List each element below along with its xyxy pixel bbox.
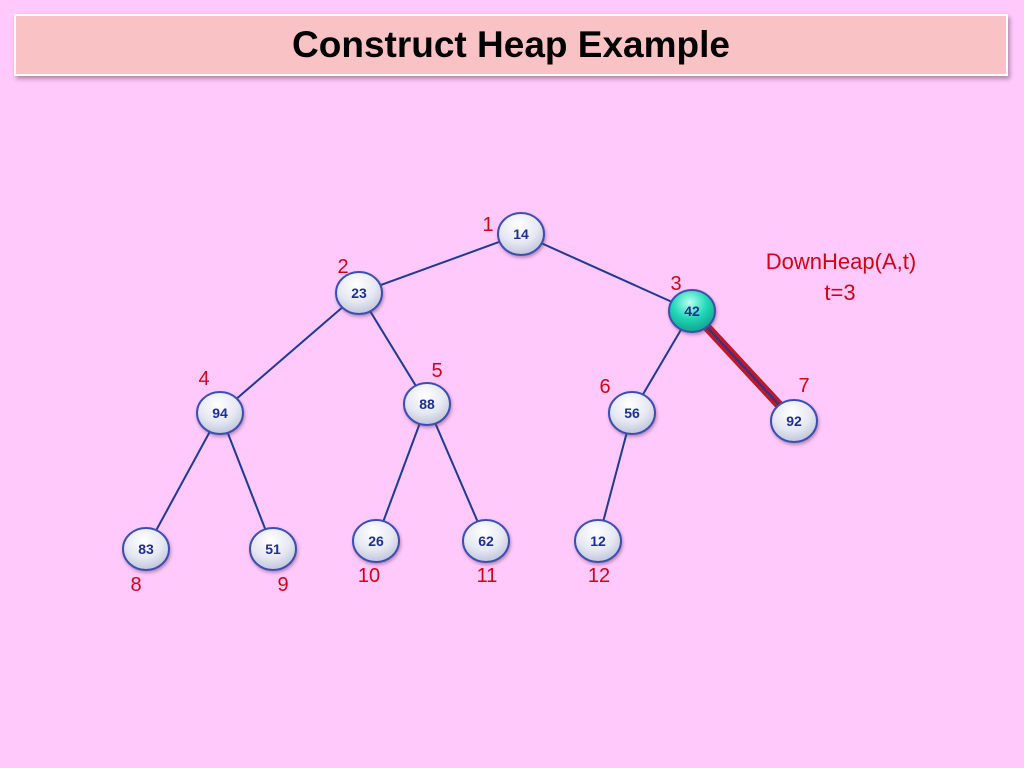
heap-node: 92 bbox=[770, 399, 818, 443]
node-circle bbox=[403, 382, 451, 426]
node-circle bbox=[462, 519, 510, 563]
node-circle bbox=[196, 391, 244, 435]
node-value: 51 bbox=[265, 541, 281, 557]
edge-4-8 bbox=[145, 412, 221, 550]
downheap-annotation: DownHeap(A,t) t=3 bbox=[766, 249, 916, 305]
node-circle bbox=[249, 527, 297, 571]
edge-5-11 bbox=[426, 403, 487, 542]
node-index-label: 6 bbox=[599, 376, 610, 398]
annotation-call: DownHeap(A,t) bbox=[766, 249, 916, 274]
node-circle bbox=[497, 212, 545, 256]
node-index-label: 5 bbox=[431, 360, 442, 382]
active-heap-node: 42 bbox=[668, 289, 716, 333]
edge-1-2 bbox=[358, 233, 522, 294]
node-circle bbox=[574, 519, 622, 563]
node-value: 26 bbox=[368, 533, 384, 549]
edge-1-3 bbox=[520, 233, 693, 312]
edges-layer bbox=[145, 233, 799, 550]
node-index-label: 12 bbox=[588, 565, 610, 587]
heap-node: 23 bbox=[335, 271, 383, 315]
heap-node: 14 bbox=[497, 212, 545, 256]
node-value: 42 bbox=[684, 303, 700, 319]
node-circle bbox=[668, 289, 716, 333]
node-index-label: 8 bbox=[130, 574, 141, 596]
node-value: 92 bbox=[786, 413, 802, 429]
heap-node: 56 bbox=[608, 391, 656, 435]
node-circle bbox=[770, 399, 818, 443]
node-circle bbox=[352, 519, 400, 563]
title-bar: Construct Heap Example bbox=[14, 14, 1008, 76]
node-circle bbox=[335, 271, 383, 315]
node-value: 56 bbox=[624, 405, 640, 421]
node-index-label: 2 bbox=[337, 256, 348, 278]
node-value: 14 bbox=[513, 226, 529, 242]
node-value: 83 bbox=[138, 541, 154, 557]
heap-node: 88 bbox=[403, 382, 451, 426]
edge-3-7 bbox=[691, 310, 795, 422]
edge-2-4 bbox=[219, 292, 360, 414]
node-circle bbox=[122, 527, 170, 571]
node-circle bbox=[608, 391, 656, 435]
heap-node: 83 bbox=[122, 527, 170, 571]
node-index-label: 4 bbox=[198, 368, 209, 390]
node-value: 62 bbox=[478, 533, 494, 549]
node-value: 94 bbox=[212, 405, 228, 421]
node-value: 23 bbox=[351, 285, 367, 301]
node-index-label: 3 bbox=[670, 273, 681, 295]
heap-node: 26 bbox=[352, 519, 400, 563]
heap-node: 51 bbox=[249, 527, 297, 571]
node-index-label: 11 bbox=[477, 565, 498, 587]
node-value: 12 bbox=[590, 533, 606, 549]
edge-5-10 bbox=[375, 403, 428, 542]
node-index-label: 7 bbox=[798, 375, 809, 397]
heap-node: 12 bbox=[574, 519, 622, 563]
node-index-label: 9 bbox=[277, 574, 288, 596]
node-value: 88 bbox=[419, 396, 435, 412]
edge-4-9 bbox=[219, 412, 274, 550]
node-index-label: 1 bbox=[482, 214, 493, 236]
node-index-label: 10 bbox=[358, 565, 380, 587]
heap-node: 94 bbox=[196, 391, 244, 435]
page-title: Construct Heap Example bbox=[292, 24, 730, 65]
annotation-param: t=3 bbox=[824, 280, 855, 305]
heap-node: 62 bbox=[462, 519, 510, 563]
